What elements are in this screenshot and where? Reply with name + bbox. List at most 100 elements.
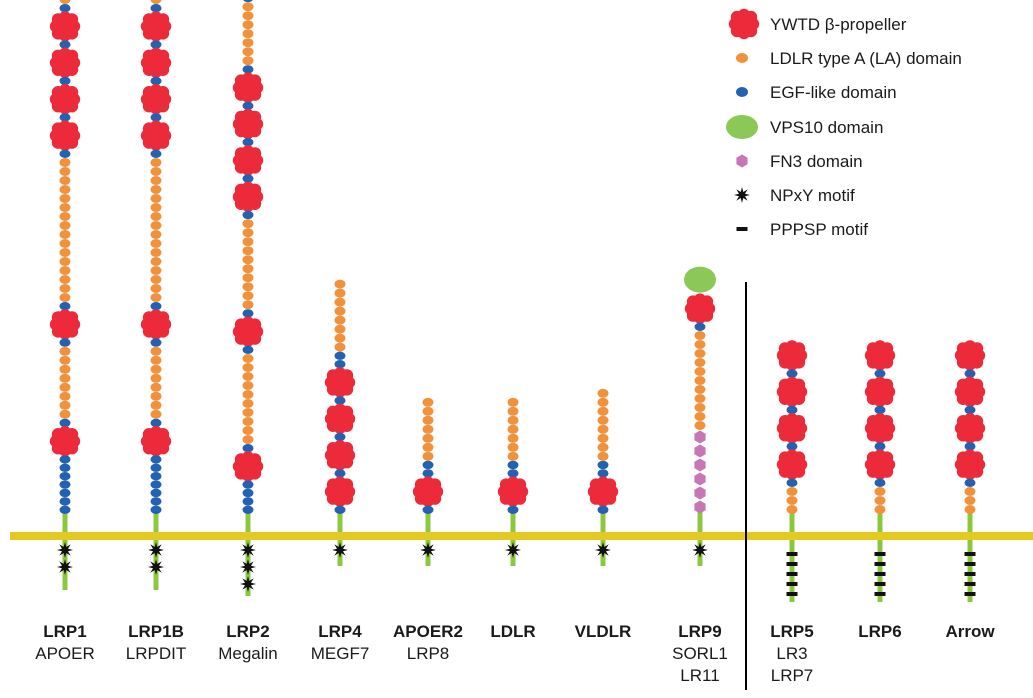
la-domain [59, 221, 71, 230]
la-domain [59, 373, 71, 383]
receptor-name: LRP5 [770, 622, 813, 641]
la-domain [150, 400, 162, 410]
la-domain [334, 333, 346, 343]
ywtd-propeller [497, 476, 529, 507]
egf-domain [242, 488, 254, 498]
extracellular-stem [510, 508, 516, 532]
egf-domain [242, 480, 254, 489]
egf-domain [786, 405, 798, 415]
la-domain [59, 212, 71, 221]
cytoplasmic-tail [877, 540, 883, 602]
egf-domain [874, 369, 886, 378]
npxy-motif [332, 542, 348, 558]
egf-domain [150, 505, 162, 514]
la-domain [150, 0, 162, 4]
ywtd-propeller [140, 309, 172, 340]
label-arrow: Arrow [945, 622, 995, 641]
la-domain [242, 408, 254, 417]
ppsp-motif [786, 582, 798, 586]
egf-domain [507, 460, 519, 470]
receptor-alias: LR3 [776, 644, 807, 663]
la-domain [59, 257, 71, 266]
la-domain [242, 282, 254, 292]
egf-domain-icon [736, 87, 748, 97]
extracellular-stem [337, 508, 343, 532]
la-domain [59, 194, 71, 203]
ywtd-propeller [324, 440, 356, 471]
egf-domain [150, 472, 162, 481]
la-domain [334, 306, 346, 316]
la-domain [59, 382, 71, 392]
la-domain [150, 212, 162, 221]
ywtd-propeller [140, 47, 172, 79]
la-domain [59, 248, 71, 257]
ywtd-propeller [232, 145, 264, 176]
receptor-labels: LRP1APOERLRP1BLRPDITLRP2MegalinLRP4MEGF7… [35, 622, 995, 685]
la-domain [597, 415, 609, 425]
extracellular-stem [600, 508, 606, 532]
la-domain [507, 451, 519, 461]
la-domain [874, 487, 886, 496]
egf-domain [150, 463, 162, 472]
la-domain [964, 505, 976, 514]
la-domain [597, 451, 609, 461]
egf-domain [242, 101, 254, 111]
npxy-motif [734, 187, 750, 203]
la-domain [59, 167, 71, 176]
la-domain [242, 354, 254, 363]
la-domain [597, 433, 609, 443]
la-domain [59, 346, 71, 356]
egf-domain [150, 418, 162, 428]
la-domain [242, 417, 254, 426]
receptor-name: APOER2 [393, 622, 463, 641]
egf-domain [242, 345, 254, 354]
legend-label: YWTD β-propeller [770, 15, 907, 34]
fn3-domain [694, 486, 706, 500]
legend-item-la: LDLR type A (LA) domain [736, 49, 962, 68]
ppsp-motif [786, 562, 798, 566]
egf-domain [964, 405, 976, 415]
egf-domain [59, 488, 71, 498]
egf-domain [59, 302, 71, 311]
la-domain [786, 487, 798, 496]
egf-domain [334, 432, 346, 442]
receptor-alias: APOER [35, 644, 95, 663]
extracellular-stem [697, 508, 703, 532]
la-domain [422, 424, 434, 434]
la-domain [242, 291, 254, 301]
ywtd-propeller [776, 376, 808, 407]
la-domain [59, 158, 71, 167]
egf-domain [59, 149, 71, 158]
fn3-domain [736, 154, 748, 168]
la-domain [59, 203, 71, 212]
egf-domain [59, 418, 71, 428]
receptor-name: LRP1 [43, 622, 86, 641]
la-domain [150, 373, 162, 383]
la-domain [334, 324, 346, 334]
ywtd-propeller [684, 293, 716, 324]
la-domain [597, 406, 609, 416]
la-domain [422, 415, 434, 425]
receptor-alias: Megalin [218, 644, 278, 663]
cytoplasmic-tail [789, 540, 795, 602]
la-domain [422, 433, 434, 443]
receptor-name: LRP6 [858, 622, 901, 641]
la-domain [507, 433, 519, 443]
egf-domain [242, 497, 254, 506]
egf-domain [786, 478, 798, 487]
ywtd-propeller [954, 413, 986, 444]
legend-label: LDLR type A (LA) domain [770, 49, 962, 68]
la-domain [59, 275, 71, 284]
ywtd-propeller [232, 181, 264, 212]
cytoplasmic-tail [967, 540, 973, 602]
egf-domain [59, 463, 71, 472]
ywtd-propeller [412, 476, 444, 507]
egf-domain [150, 338, 162, 347]
egf-domain [874, 442, 886, 451]
egf-domain [242, 444, 254, 453]
